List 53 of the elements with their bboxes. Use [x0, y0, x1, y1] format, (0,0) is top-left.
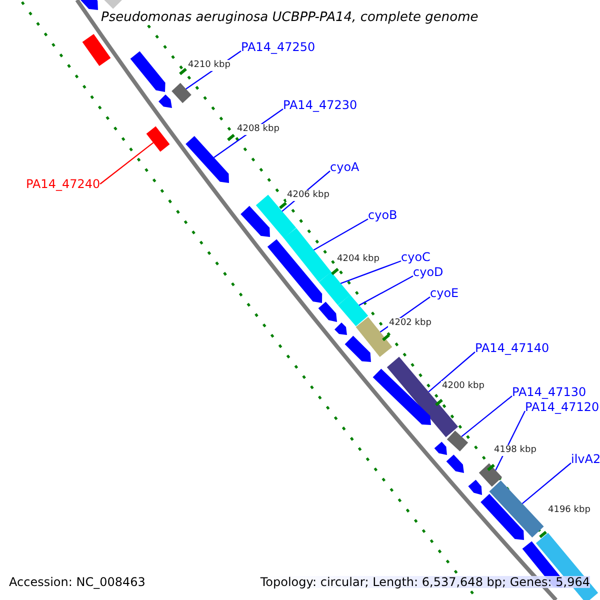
gene-label: PA14_47140 — [475, 342, 550, 354]
gene-segment — [489, 480, 544, 538]
gene-label: cyoA — [330, 161, 360, 173]
gene-segment — [103, 0, 123, 9]
scale-tick-label: 4196 kbp — [547, 505, 592, 516]
gene-label: cyoB — [368, 209, 398, 221]
directional-gene-segment — [158, 94, 172, 108]
leader-line — [428, 352, 476, 392]
genome-info-text: Topology: circular; Length: 6,537,648 bp; Genes: 5,964 — [260, 576, 590, 588]
gene-segment — [284, 228, 332, 282]
scale-tick-label: 4200 kbp — [441, 381, 486, 392]
gene-label: PA14_47240 — [26, 178, 100, 190]
directional-gene-segment — [80, 0, 98, 10]
scale-tick-label: 4198 kbp — [493, 445, 538, 456]
gene-label: PA14_47130 — [512, 386, 586, 398]
gene-segment — [318, 272, 350, 306]
gene-segment — [146, 126, 170, 152]
gene-segment — [172, 82, 192, 104]
leader-line — [358, 275, 414, 306]
directional-gene-segment — [240, 206, 270, 237]
leader-line — [522, 462, 572, 504]
gene-segment — [446, 430, 468, 452]
gene-label: cyoE — [430, 287, 459, 299]
gene-label: PA14_47120 — [525, 401, 600, 413]
gene-label: cyoC — [401, 251, 430, 263]
directional-gene-segment — [468, 480, 482, 495]
leader-line — [461, 396, 512, 438]
accession-text: Accession: NC_008463 — [9, 576, 146, 588]
leader-line — [340, 260, 402, 284]
gene-label: ilvA2 — [571, 453, 600, 465]
gene-segment — [478, 463, 502, 487]
directional-gene-segment — [372, 368, 431, 425]
directional-gene-segment — [186, 136, 229, 183]
scale-tick-label: 4210 kbp — [187, 60, 232, 71]
scale-tick-label: 4204 kbp — [336, 254, 380, 265]
gene-label: PA14_47230 — [283, 99, 358, 111]
directional-gene-segment — [480, 494, 524, 540]
gene-segment — [82, 34, 111, 66]
directional-gene-segment — [344, 336, 371, 362]
scale-tick-label: 4208 kbp — [236, 124, 280, 135]
leader-line — [100, 142, 154, 184]
scale-tick-label: 4206 kbp — [286, 190, 330, 201]
directional-gene-segment — [446, 454, 464, 473]
gene-segment — [338, 294, 368, 326]
scale-tick-label: 4202 kbp — [388, 318, 432, 329]
directional-gene-segment — [318, 302, 337, 322]
gene-label: PA14_47250 — [241, 41, 316, 53]
directional-gene-segment — [267, 239, 322, 303]
leader-line — [313, 218, 368, 251]
gene-label: cyoD — [413, 266, 444, 278]
directional-gene-segment — [434, 442, 447, 455]
directional-gene-segment — [334, 322, 347, 335]
directional-gene-segment — [130, 51, 166, 92]
